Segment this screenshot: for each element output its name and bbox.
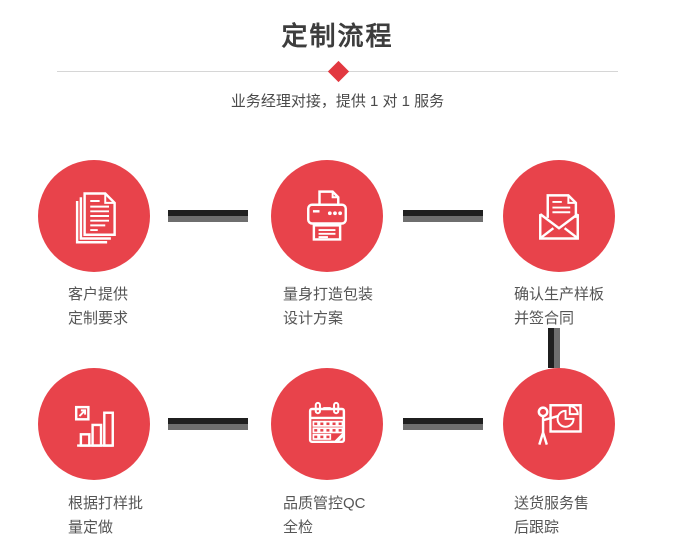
page-title: 定制流程 [281, 21, 394, 51]
step-circle-batch-production [38, 368, 150, 480]
presentation-icon [537, 404, 582, 445]
step-circle-delivery-tracking [503, 368, 615, 480]
step-label-line: 根据打样批 [68, 495, 144, 512]
step-label-customer-requirements: 客户提供 定制要求 [68, 283, 128, 331]
step-label-line: 量身打造包装 [283, 286, 374, 303]
envelope-icon [539, 194, 579, 240]
step-circle-sample-contract [503, 160, 615, 272]
step-label-line: 定制要求 [68, 310, 129, 327]
step-label-line: 品质管控QC [283, 495, 366, 512]
step-label-line: 量定做 [68, 519, 114, 536]
documents-icon [75, 192, 116, 244]
step-label-line: 送货服务售 [514, 495, 590, 512]
calendar-icon [308, 401, 346, 444]
connector-step3-step6 [548, 328, 560, 368]
connector-step4-step5 [168, 418, 248, 430]
step-label-delivery-tracking: 送货服务售 后跟踪 [514, 492, 589, 540]
diamond-icon [327, 60, 350, 83]
connector-step1-step2 [168, 210, 248, 222]
step-label-line: 并签合同 [514, 310, 575, 327]
step-circle-customer-requirements [38, 160, 150, 272]
step-label-line: 全检 [283, 519, 314, 536]
connector-step5-step6 [403, 418, 483, 430]
step-label-quality-control: 品质管控QC 全检 [283, 492, 366, 540]
step-label-sample-contract: 确认生产样板 并签合同 [514, 283, 604, 331]
printer-icon [307, 190, 347, 241]
step-label-batch-production: 根据打样批 量定做 [68, 492, 143, 540]
step-label-packaging-design: 量身打造包装 设计方案 [283, 283, 373, 331]
step-label-line: 客户提供 [68, 286, 129, 303]
bar-chart-icon [74, 405, 114, 447]
step-circle-packaging-design [271, 160, 383, 272]
step-label-line: 设计方案 [283, 310, 344, 327]
step-circle-quality-control [271, 368, 383, 480]
step-label-line: 确认生产样板 [514, 286, 605, 303]
connector-step2-step3 [403, 210, 483, 222]
page-subtitle: 业务经理对接，提供 1 对 1 服务 [230, 93, 445, 110]
step-label-line: 后跟踪 [514, 519, 560, 536]
